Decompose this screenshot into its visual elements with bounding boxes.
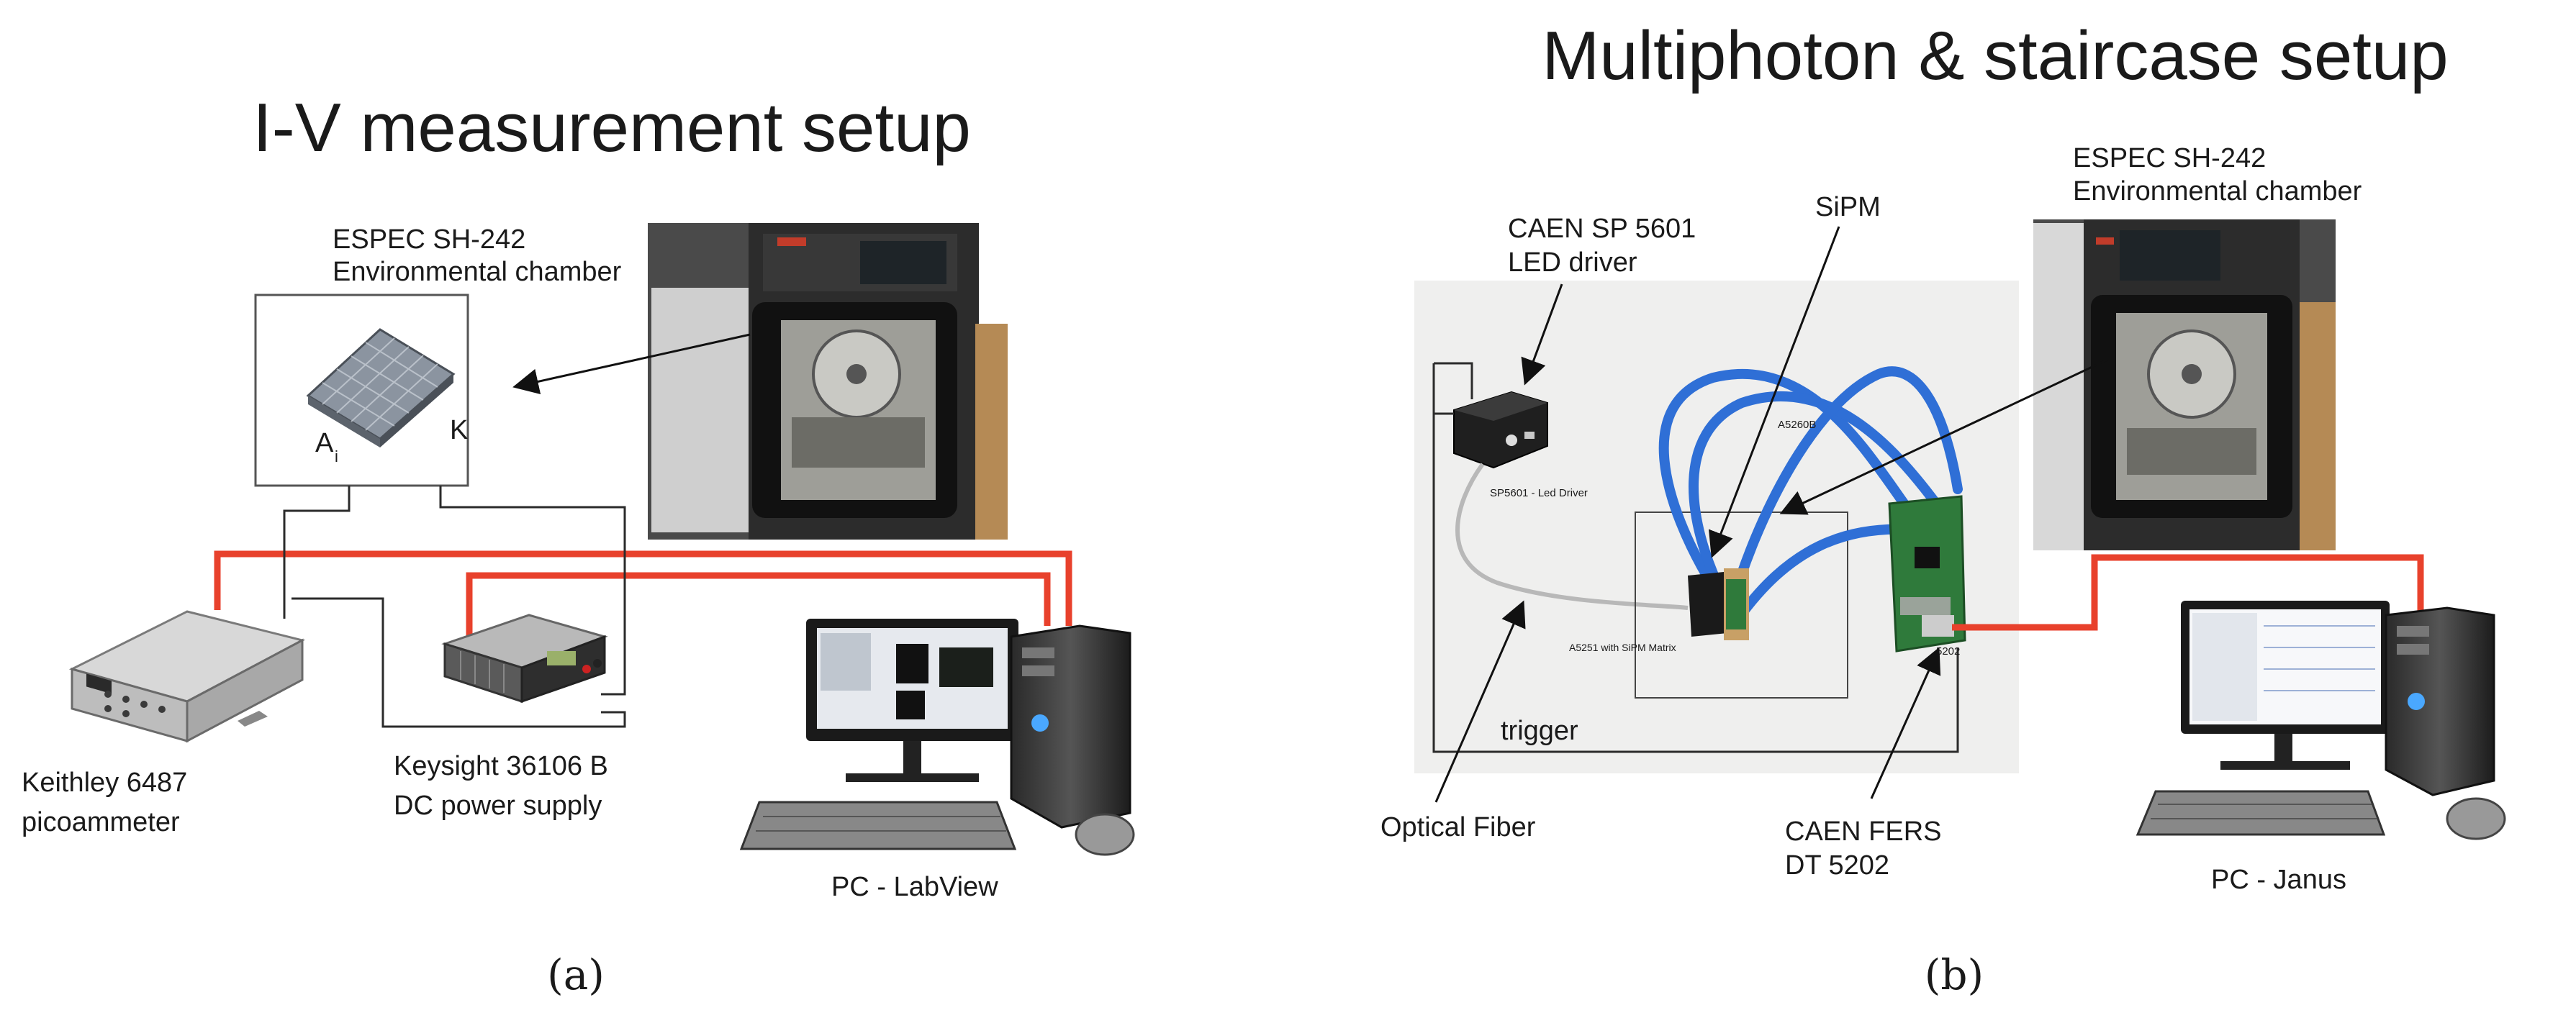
mouse-icon-b xyxy=(2446,797,2506,840)
sipm-arrow xyxy=(1708,226,1840,558)
led-driver-label-line1: CAEN SP 5601 xyxy=(1508,214,1696,244)
panel-a-chamber-label-line1: ESPEC SH-242 xyxy=(333,224,525,255)
trigger-label: trigger xyxy=(1501,716,1578,746)
photo-sipm-text: A5251 with SiPM Matrix xyxy=(1569,642,1676,653)
trigger-wire-top xyxy=(1434,362,1473,399)
panel-a-caption: (a) xyxy=(547,950,605,999)
fers-label-line1: CAEN FERS xyxy=(1785,817,1941,847)
panel-a: I-V measurement setup ESPEC SH-242 Envir… xyxy=(22,89,1135,999)
sipm-holder-box xyxy=(1635,512,1848,699)
sipm-head-icon xyxy=(1688,568,1749,640)
pc-janus-icon xyxy=(2136,601,2506,840)
panel-b-caption: (b) xyxy=(1925,950,1984,999)
chamber-arrow-a xyxy=(512,333,751,395)
led-driver-arrow xyxy=(1521,283,1563,386)
led-driver-label-line2: LED driver xyxy=(1508,247,1637,278)
pc-labview-label: PC - LabView xyxy=(831,872,998,902)
fers-board-icon xyxy=(1888,495,1966,653)
anode-label: A xyxy=(315,428,334,458)
pc-janus-label: PC - Janus xyxy=(2211,865,2346,895)
picoammeter-icon xyxy=(68,610,306,743)
panel-a-chamber-label-line2: Environmental chamber xyxy=(333,257,622,287)
led-driver-icon xyxy=(1453,391,1548,469)
sipm-matrix-icon xyxy=(306,328,456,447)
fers-label-line2: DT 5202 xyxy=(1785,850,1889,881)
optical-fiber-label: Optical Fiber xyxy=(1380,812,1536,842)
cathode-label: K xyxy=(450,415,468,445)
dc-power-supply-icon xyxy=(441,614,608,704)
fers-arrow xyxy=(1870,647,1941,799)
picoammeter-label-line1: Keithley 6487 xyxy=(22,768,187,798)
photo-fers-text: 5202 xyxy=(1936,645,1960,658)
photo-led-driver-text: SP5601 - Led Driver xyxy=(1490,487,1588,499)
pc-labview-icon xyxy=(739,619,1135,856)
mouse-icon xyxy=(1075,813,1135,856)
environmental-chamber-photo-a xyxy=(648,223,1008,540)
optical-fiber-arrow xyxy=(1434,600,1526,803)
picoammeter-label-line2: picoammeter xyxy=(22,807,180,837)
power-supply-label-line2: DC power supply xyxy=(394,791,602,821)
panel-b-chamber-label-line2: Environmental chamber xyxy=(2073,176,2362,206)
panel-b: Multiphoton & staircase setup CAEN SP 56… xyxy=(1380,17,2506,999)
environmental-chamber-photo-b xyxy=(2033,219,2336,550)
red-cables-a xyxy=(214,550,1072,637)
optical-fiber-cable xyxy=(1455,463,1689,610)
blue-flat-cables xyxy=(1658,366,1963,624)
panel-b-title: Multiphoton & staircase setup xyxy=(1542,17,2448,94)
panel-b-chamber-label-line1: ESPEC SH-242 xyxy=(2073,143,2266,173)
black-wires-a xyxy=(283,486,626,728)
power-supply-label-line1: Keysight 36106 B xyxy=(394,751,608,781)
trigger-wire xyxy=(1432,363,1959,753)
anode-subscript: i xyxy=(335,447,338,465)
chamber-arrow-b xyxy=(1779,358,2108,515)
panel-a-title: I-V measurement setup xyxy=(253,89,971,166)
photo-cable-text: A5260B xyxy=(1778,419,1816,431)
sipm-label: SiPM xyxy=(1815,192,1881,222)
red-cable-b xyxy=(1952,554,2424,631)
